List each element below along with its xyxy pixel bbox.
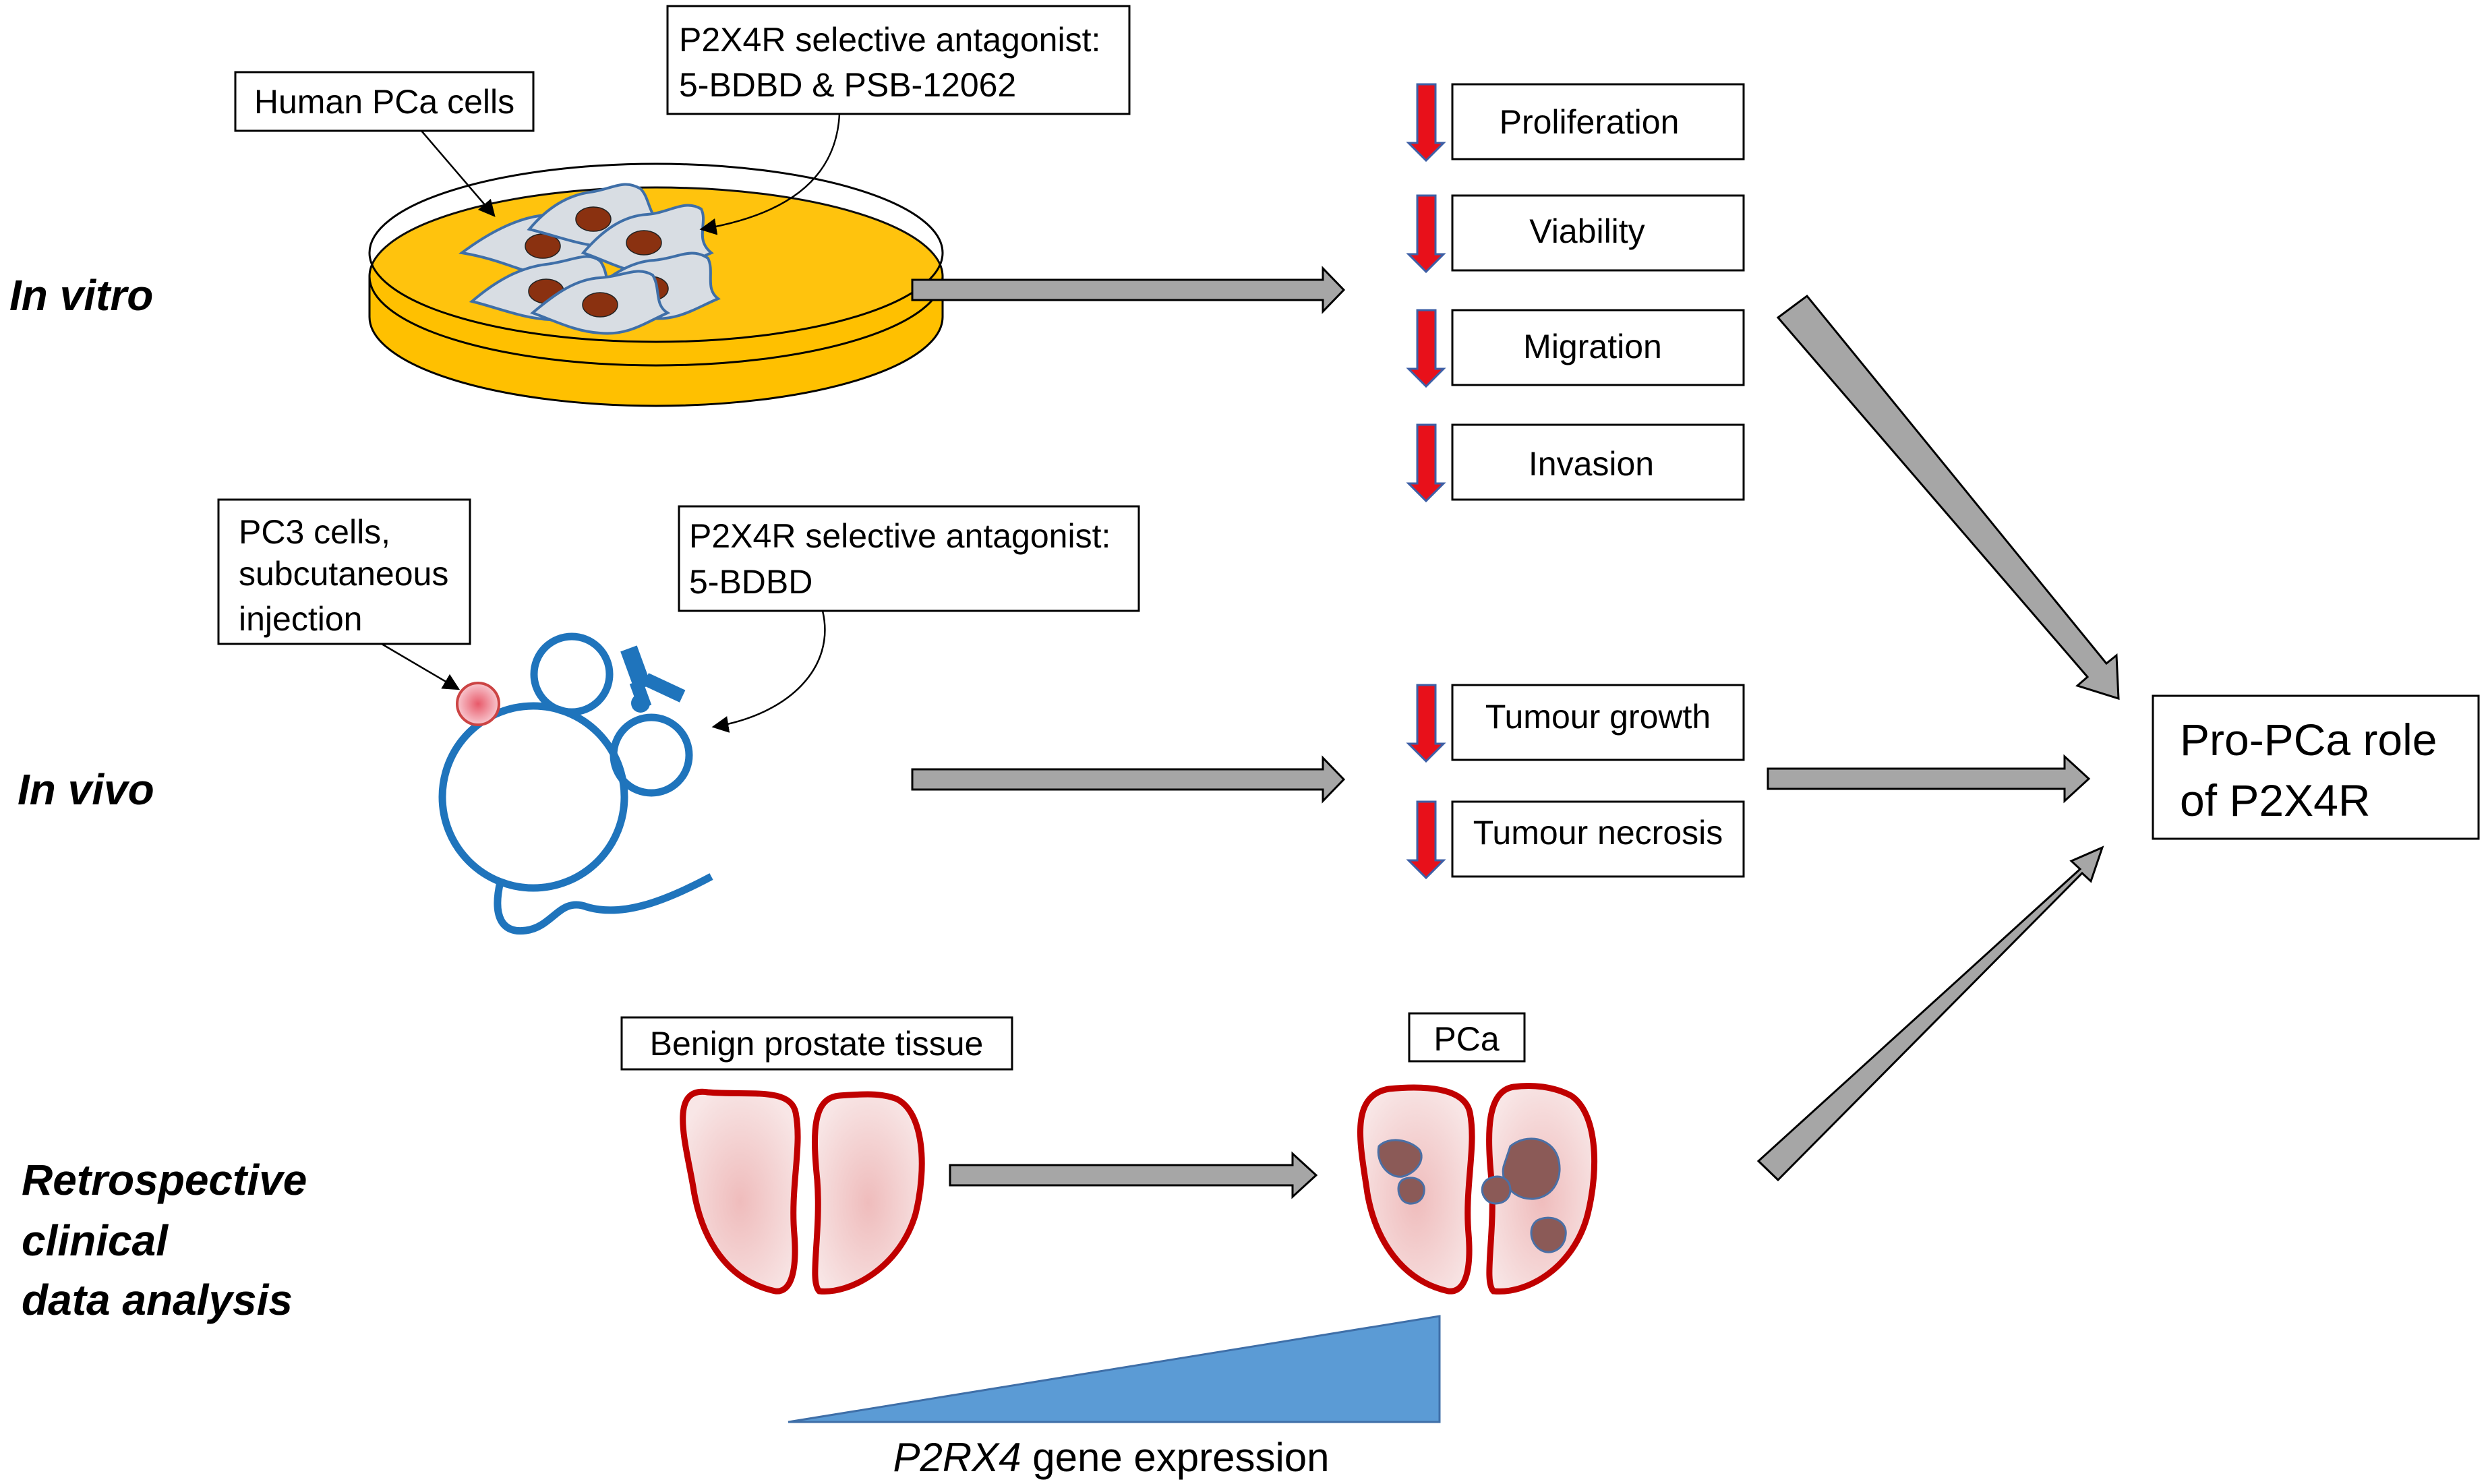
cell-cluster-icon [458, 183, 721, 335]
flow-arrow-in-vitro [911, 266, 1346, 314]
lesion-icon [1481, 1175, 1512, 1205]
antagonist-in-vivo-line1: P2X4R selective antagonist: [689, 517, 1110, 555]
pc3-cells-line1: PC3 cells, [239, 513, 390, 551]
row-label-clinical-1: Retrospective [22, 1156, 307, 1204]
lesion-icon [1502, 1137, 1561, 1200]
outcome-label: Tumour growth [1485, 698, 1711, 736]
pca-label: PCa [1433, 1020, 1499, 1058]
antagonist-in-vivo-line2: 5-BDBD [689, 563, 812, 601]
outcome-label: Viability [1529, 212, 1645, 250]
cell-icon [530, 270, 671, 335]
down-arrow-icon [1406, 194, 1446, 274]
callout-antagonist-in-vitro [666, 5, 1131, 115]
callout-pca [1408, 1012, 1526, 1063]
down-arrow-icon [1406, 423, 1446, 503]
row-label-clinical-3: data analysis [22, 1276, 293, 1324]
gene-name: P2RX4 [893, 1435, 1021, 1480]
flow-arrow-clinical [949, 1151, 1318, 1199]
callout-human-pca-cells [234, 71, 535, 132]
outcome-proliferation: Proliferation [1406, 83, 1745, 162]
connector-cells [421, 130, 496, 217]
connector-antagonist-in-vitro [699, 113, 841, 235]
down-arrow-icon [1406, 309, 1446, 388]
row-label-in-vivo: In vivo [18, 765, 154, 814]
outcome-tumour-necrosis: Tumour necrosis [1406, 800, 1745, 880]
gene-expression-suffix: gene expression [1021, 1435, 1330, 1480]
outcome-label: Invasion [1529, 445, 1654, 483]
connector-antagonist-in-vivo [711, 610, 826, 733]
conclusion-line2: of P2X4R [2180, 775, 2371, 825]
down-arrow-icon [1406, 800, 1446, 880]
lesion-icon [1397, 1177, 1425, 1205]
outcome-tumour-growth: Tumour growth [1406, 684, 1745, 763]
tumour-icon [456, 682, 500, 726]
flow-arrow-clinical-to-conclusion [1756, 845, 2104, 1182]
connector-pc3 [381, 643, 461, 690]
callout-benign-tissue [620, 1016, 1013, 1071]
down-arrow-icon [1406, 83, 1446, 162]
wedge-icon [788, 1315, 1441, 1423]
callout-antagonist-in-vivo [678, 505, 1140, 612]
antagonist-in-vitro-line2: 5-BDBD & PSB-12062 [679, 66, 1016, 104]
row-label-in-vitro: In vitro [9, 271, 153, 320]
pc3-cells-line3: injection [239, 600, 362, 638]
prostate-pca-icon [1357, 1083, 1598, 1295]
lesion-icon [1377, 1139, 1423, 1178]
row-label-clinical-2: clinical [22, 1216, 169, 1265]
antagonist-in-vitro-line1: P2X4R selective antagonist: [679, 21, 1100, 59]
prostate-icon [680, 1088, 925, 1295]
outcome-label: Migration [1523, 328, 1662, 365]
down-arrow-icon [1406, 684, 1446, 763]
syringe-icon [620, 645, 686, 713]
outcome-invasion: Invasion [1406, 423, 1745, 503]
conclusion-box [2152, 694, 2480, 840]
gene-expression-label: P2RX4 gene expression [893, 1435, 1329, 1480]
outcome-migration: Migration [1406, 309, 1745, 388]
human-pca-cells-label: Human PCa cells [254, 83, 514, 121]
flow-arrow-in-vivo-to-conclusion [1767, 754, 2091, 804]
outcome-label: Proliferation [1500, 103, 1680, 141]
benign-tissue-label: Benign prostate tissue [650, 1025, 984, 1063]
flow-arrow-in-vivo [911, 755, 1346, 804]
flow-arrow-in-vitro-to-conclusion [1776, 294, 2120, 701]
callout-pc3-cells [217, 498, 471, 645]
outcome-viability: Viability [1406, 194, 1745, 274]
outcome-label: Tumour necrosis [1473, 814, 1723, 852]
conclusion-line1: Pro-PCa role [2180, 715, 2437, 765]
pc3-cells-line2: subcutaneous [239, 555, 448, 593]
lesion-icon [1530, 1216, 1567, 1253]
mouse-icon [438, 632, 713, 935]
